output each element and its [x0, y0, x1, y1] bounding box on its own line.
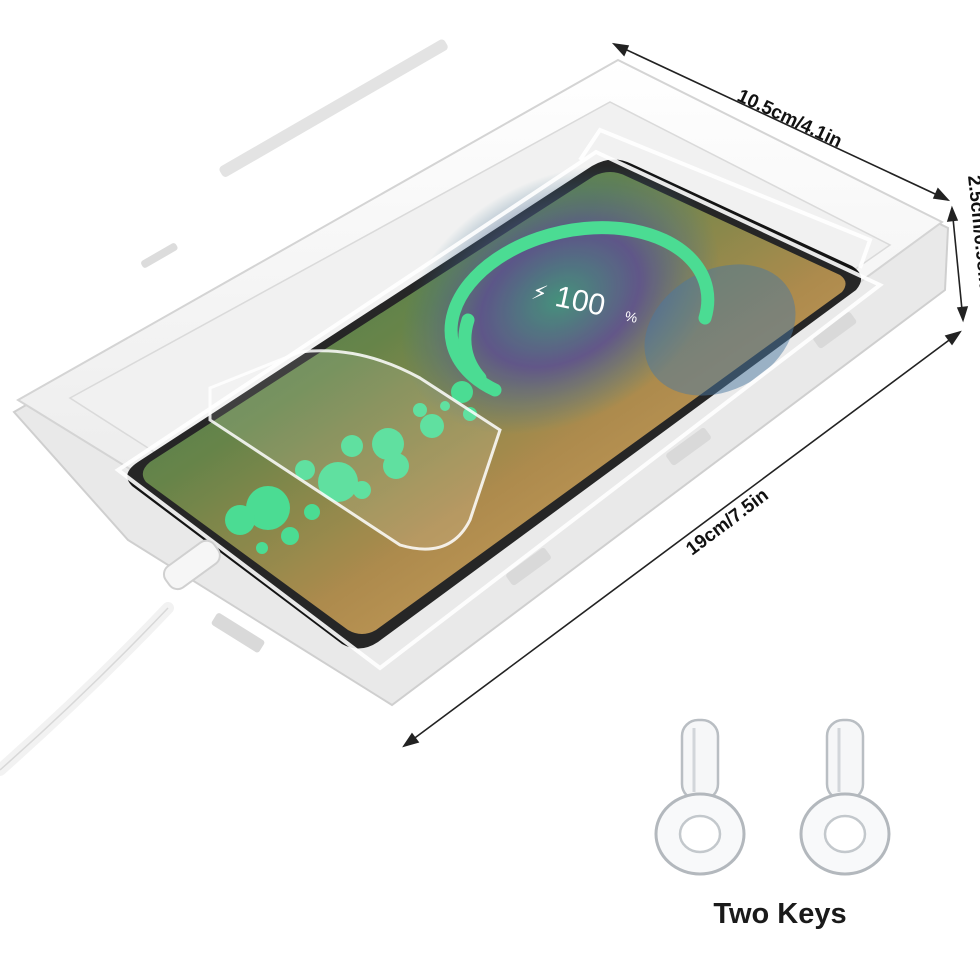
arrow-head: [611, 42, 630, 57]
bubble: [440, 401, 450, 411]
charging-cable: [0, 539, 221, 776]
vent-slot: [813, 312, 857, 349]
arrow-head: [946, 205, 959, 222]
cable-wire: [0, 602, 174, 776]
wall-slot: [219, 39, 448, 177]
length-label: 19cm/7.5in: [682, 485, 772, 560]
charging-ring-tail: [458, 313, 487, 385]
bubble: [256, 542, 268, 554]
clear-lid: [114, 127, 884, 671]
battery-readout: ⚡ 100 %: [529, 280, 640, 326]
lid-frame: [114, 149, 884, 671]
percent-symbol: %: [624, 308, 640, 326]
lightning-icon: ⚡: [529, 280, 549, 308]
arrow-head: [402, 732, 420, 748]
bubble: [420, 414, 444, 438]
charging-ring: [444, 221, 715, 397]
bubble: [246, 486, 290, 530]
bubble: [295, 460, 315, 480]
bubble: [463, 407, 477, 421]
charging-bubbles: [225, 381, 477, 554]
bubble: [318, 462, 358, 502]
height-dimension-line: [951, 207, 964, 321]
bubble: [341, 435, 363, 457]
key: [654, 718, 746, 876]
cable-plug: [162, 539, 221, 591]
key-shaft: [825, 718, 865, 802]
arrow-head: [956, 306, 969, 323]
bubble: [413, 403, 427, 417]
key-shaft: [680, 718, 720, 802]
vent-slot: [211, 613, 265, 653]
height-label: 2.5cm/0.98in: [963, 174, 980, 289]
phone: ⚡ 100 %: [127, 159, 862, 649]
vent-slot: [666, 427, 711, 466]
wall-slot: [141, 243, 178, 268]
bubble: [451, 381, 473, 403]
key: [799, 718, 891, 876]
bubble: [304, 504, 320, 520]
width-dimension-line: [613, 43, 949, 201]
lid-notch: [208, 349, 502, 551]
arrow-head: [944, 330, 962, 346]
bubble: [281, 527, 299, 545]
cable-wire-edge: [0, 607, 169, 771]
key-hole: [823, 814, 867, 854]
lid-top-edge: [578, 127, 873, 269]
dimension-lines: [402, 42, 969, 748]
length-dimension-line: [403, 331, 961, 747]
bubble: [383, 453, 409, 479]
bubble: [225, 505, 255, 535]
keys-caption: Two Keys: [713, 898, 847, 930]
key-hole: [678, 814, 722, 854]
arrow-head: [932, 187, 951, 202]
bubble: [353, 481, 371, 499]
bubble: [372, 428, 404, 460]
wallpaper-swirl: [644, 264, 796, 396]
vent-slot: [506, 547, 551, 586]
